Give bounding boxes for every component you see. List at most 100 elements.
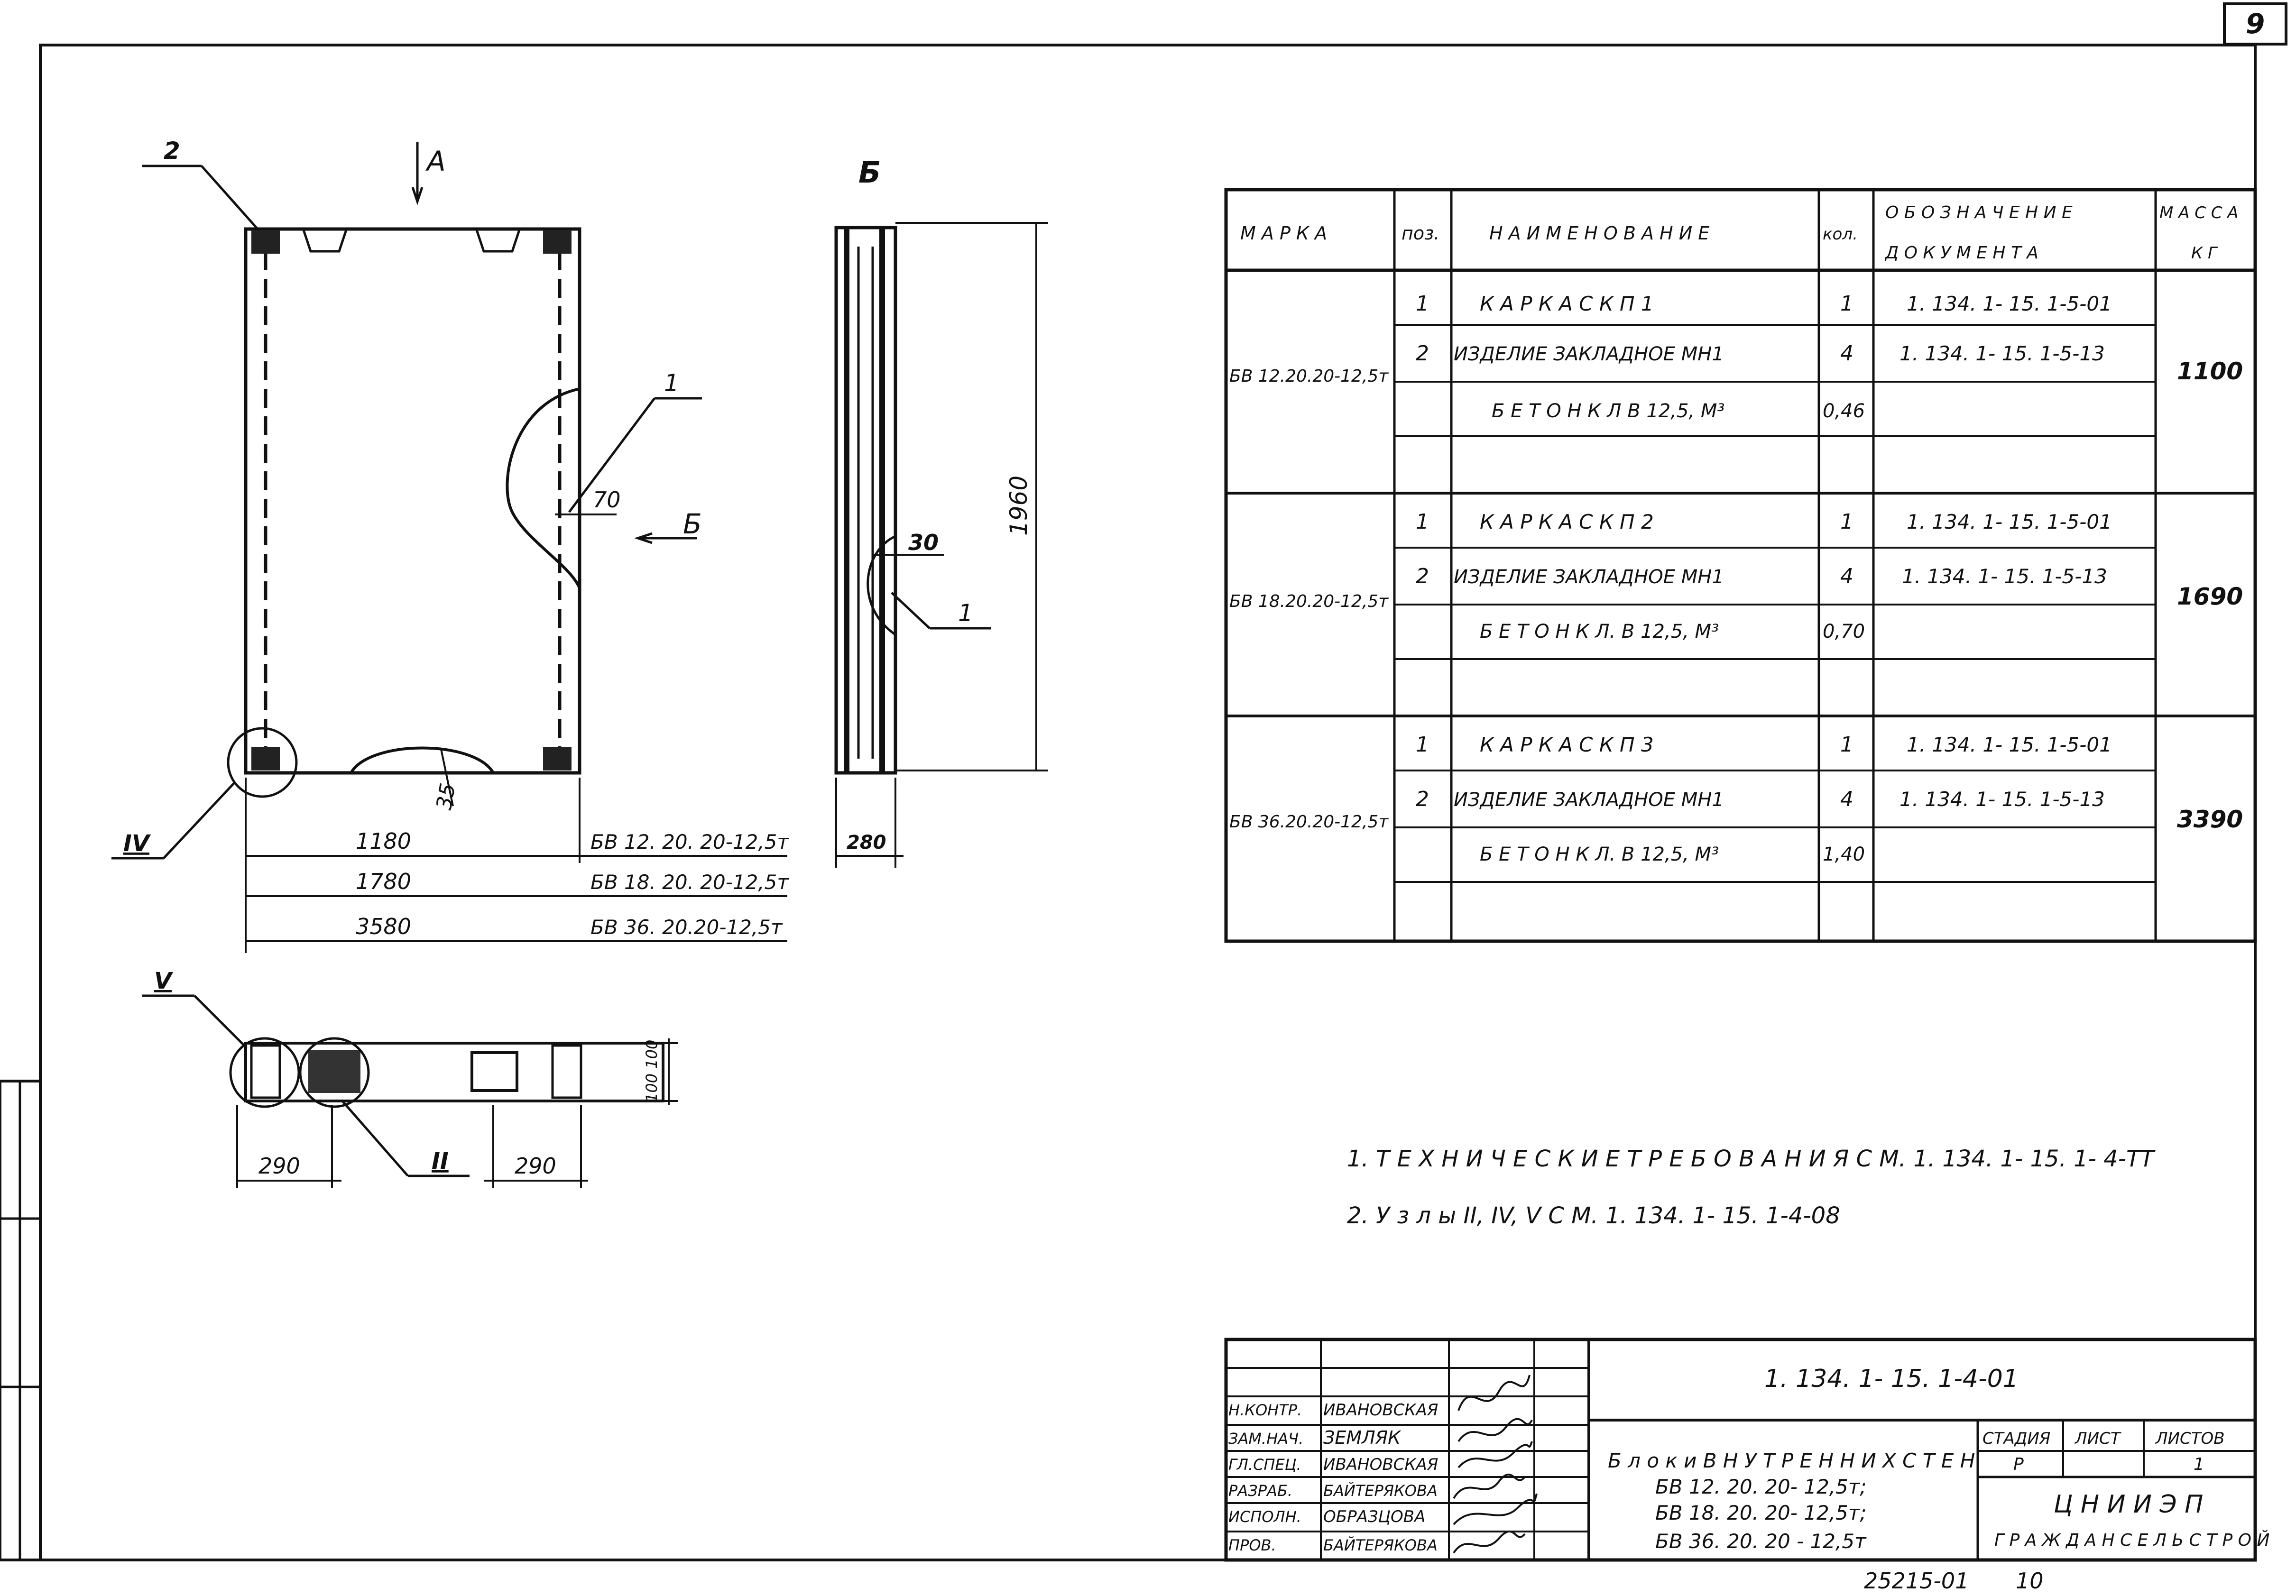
sheet-label: ЛИСТ <box>2074 1429 2121 1448</box>
sig-name-4: БАЙТЕРЯКОВА <box>1323 1482 1438 1500</box>
dim-30: 30 <box>908 530 939 555</box>
g2-r1-doc: 1. 134. 1- 15. 1-5-01 <box>1907 510 2112 533</box>
view-a-label: А <box>425 145 446 177</box>
notes: 1. Т Е Х Н И Ч Е С К И Е Т Р Е Б О В А Н… <box>1347 1146 2156 1229</box>
mark-row-3: БВ 36. 20.20-12,5т <box>590 916 783 939</box>
stage-value: Р <box>2013 1455 2024 1474</box>
sig-role-5: ИСПОЛН. <box>1228 1508 1301 1526</box>
title-line-1: Б л о к и В Н У Т Р Е Н Н И Х С Т Е Н <box>1608 1449 1975 1472</box>
callout-node-5: V <box>154 968 174 994</box>
org-line-1: Ц Н И И Э П <box>2054 1490 2203 1519</box>
group-3-mass: 3390 <box>2177 806 2243 833</box>
length-3580: 3580 <box>356 914 411 939</box>
sig-role-6: ПРОВ. <box>1228 1536 1276 1554</box>
g3-r1-pos: 1 <box>1416 733 1429 757</box>
g1-r1-doc: 1. 134. 1- 15. 1-5-01 <box>1907 292 2112 315</box>
g3-r1-qty: 1 <box>1840 733 1853 757</box>
dim-280: 280 <box>847 832 886 853</box>
document-code: 1. 134. 1- 15. 1-4-01 <box>1764 1365 2019 1393</box>
sig-name-6: БАЙТЕРЯКОВА <box>1323 1536 1438 1554</box>
node-4-circle <box>227 727 298 798</box>
dim-35: 35 <box>432 781 461 812</box>
group-3-mark: БВ 36.20.20-12,5т <box>1229 812 1389 832</box>
callout-pos-1-front: 1 <box>664 369 679 397</box>
callout-pos-1-side: 1 <box>958 599 973 627</box>
g3-r2-doc: 1. 134. 1- 15. 1-5-13 <box>1900 788 2105 811</box>
length-1180: 1180 <box>356 828 411 854</box>
callout-node-4: IV <box>123 830 151 857</box>
g1-r2-name: ИЗДЕЛИЕ ЗАКЛАДНОЕ МН1 <box>1454 343 1724 365</box>
sheet-number: 9 <box>2246 8 2265 40</box>
dim-290-right: 290 <box>515 1153 556 1179</box>
g1-r1-qty: 1 <box>1840 292 1853 316</box>
stage-label: СТАДИЯ <box>1982 1429 2050 1448</box>
header-doc-line2: Д О К У М Е Н Т А <box>1884 243 2038 263</box>
sig-name-3: ИВАНОВСКАЯ <box>1323 1455 1438 1474</box>
node-5-circle <box>229 1037 300 1108</box>
header-doc-line1: О Б О З Н А Ч Е Н И Е <box>1885 203 2073 222</box>
dim-100-100: 100 100 <box>643 1040 661 1102</box>
sig-name-1: ИВАНОВСКАЯ <box>1323 1401 1438 1420</box>
note-1: 1. Т Е Х Н И Ч Е С К И Е Т Р Е Б О В А Н… <box>1347 1146 2156 1172</box>
group-2-mark: БВ 18.20.20-12,5т <box>1229 592 1389 611</box>
g2-r1-name: К А Р К А С К П 2 <box>1480 510 1654 533</box>
note-2: 2. У з л ы II, IV, V С М. 1. 134. 1- 15.… <box>1347 1202 1840 1229</box>
inventory-number: 25215-01 <box>1864 1568 1969 1594</box>
sheets-label: ЛИСТОВ <box>2155 1429 2225 1448</box>
g2-r2-pos: 2 <box>1416 564 1429 588</box>
g1-r3-name: Б Е Т О Н К Л В 12,5, М³ <box>1492 400 1724 422</box>
sig-role-4: РАЗРАБ. <box>1228 1482 1292 1500</box>
sheets-value: 1 <box>2194 1455 2204 1474</box>
g2-r2-qty: 4 <box>1840 564 1853 588</box>
view-b-label: Б <box>858 155 881 190</box>
sig-name-5: ОБРАЗЦОВА <box>1323 1507 1425 1526</box>
g3-r3-qty: 1,40 <box>1823 844 1865 865</box>
title-line-2: БВ 12. 20. 20- 12,5т; <box>1655 1475 1866 1498</box>
sig-role-2: ЗАМ.НАЧ. <box>1228 1430 1303 1448</box>
sig-name-2: ЗЕМЛЯК <box>1323 1427 1402 1448</box>
group-1-mass: 1100 <box>2177 358 2243 385</box>
title-line-3: БВ 18. 20. 20- 12,5т; <box>1655 1501 1866 1524</box>
g2-r2-name: ИЗДЕЛИЕ ЗАКЛАДНОЕ МН1 <box>1454 566 1724 588</box>
g2-r1-qty: 1 <box>1840 510 1853 534</box>
plan-view: V II 100 100 290 290 <box>142 968 678 1188</box>
g2-r2-doc: 1. 134. 1- 15. 1-5-13 <box>1902 565 2107 588</box>
dim-290-left: 290 <box>258 1153 300 1179</box>
g1-r2-qty: 4 <box>1840 341 1853 366</box>
header-qty: кол. <box>1823 225 1858 244</box>
header-mark: М А Р К А <box>1240 223 1327 244</box>
signature-scribbles <box>1453 1375 1538 1554</box>
g3-r2-name: ИЗДЕЛИЕ ЗАКЛАДНОЕ МН1 <box>1454 789 1724 811</box>
front-view: А 2 1 70 Б 35 IV <box>111 137 702 860</box>
header-mass-line1: М А С С А <box>2159 203 2239 222</box>
length-dimensions: 1180 БВ 12. 20. 20-12,5т 1780 БВ 18. 20.… <box>245 778 789 953</box>
group-1-mark: БВ 12.20.20-12,5т <box>1229 367 1389 386</box>
side-view-b: Б 1960 30 1 280 <box>834 155 1048 868</box>
node-2-circle <box>299 1037 370 1108</box>
mark-row-2: БВ 18. 20. 20-12,5т <box>590 871 789 894</box>
org-line-2: Г Р А Ж Д А Н С Е Л Ь С Т Р О Й <box>1994 1530 2269 1550</box>
g3-r3-name: Б Е Т О Н К Л. В 12,5, М³ <box>1480 844 1719 865</box>
section-b-arrow-label: Б <box>683 508 702 540</box>
g1-r2-pos: 2 <box>1416 341 1429 366</box>
callout-pos-2: 2 <box>164 137 180 165</box>
callout-node-2: II <box>432 1148 449 1174</box>
mark-row-1: БВ 12. 20. 20-12,5т <box>590 830 789 853</box>
dim-1960: 1960 <box>1005 476 1033 536</box>
g1-r1-pos: 1 <box>1416 292 1429 316</box>
title-block: Н.КОНТР. ИВАНОВСКАЯ ЗАМ.НАЧ. ЗЕМЛЯК ГЛ.С… <box>1224 1338 2269 1562</box>
sig-role-1: Н.КОНТР. <box>1228 1401 1302 1419</box>
header-name: Н А И М Е Н О В А Н И Е <box>1489 223 1709 244</box>
header-pos: поз. <box>1402 223 1439 244</box>
g3-r1-doc: 1. 134. 1- 15. 1-5-01 <box>1907 733 2112 756</box>
binding-strip <box>0 1080 42 1561</box>
g2-r3-qty: 0,70 <box>1823 621 1865 642</box>
g1-r1-name: К А Р К А С К П 1 <box>1480 292 1654 315</box>
sheet-number-box <box>2223 2 2287 46</box>
title-line-4: БВ 36. 20. 20 - 12,5т <box>1655 1530 1867 1553</box>
g2-r3-name: Б Е Т О Н К Л. В 12,5, М³ <box>1480 621 1719 642</box>
group-2-mass: 1690 <box>2177 583 2243 610</box>
header-mass-line2: К Г <box>2191 244 2218 263</box>
g1-r3-qty: 0,46 <box>1823 400 1865 422</box>
